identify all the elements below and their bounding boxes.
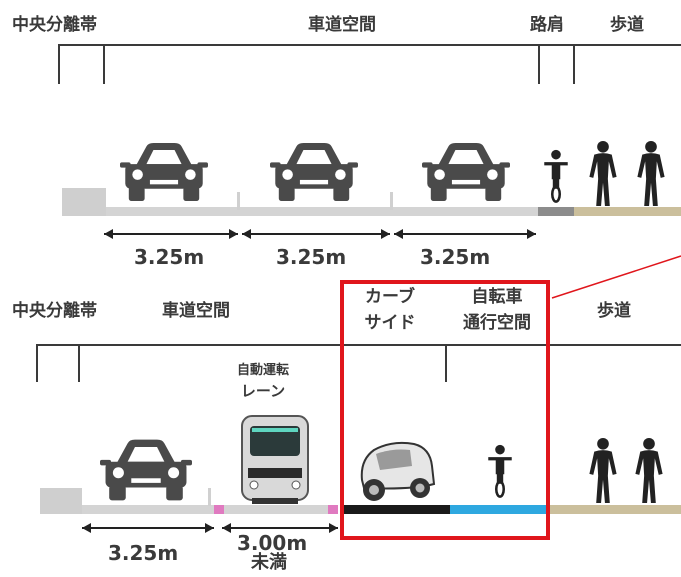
bicycle-lane-strip (450, 505, 550, 514)
top-width-label: 3.25m (276, 245, 347, 269)
bottom-bracket-tick (78, 344, 80, 382)
bus-icon (241, 415, 309, 504)
autonomous-lane-label-line1: 自動運転 (236, 363, 289, 378)
top-roadway (106, 207, 538, 216)
bicycle-space-label-line1: 自転車 (471, 287, 523, 307)
bottom-bracket-tick (36, 344, 38, 382)
top-shoulder-label: 路肩 (530, 15, 564, 35)
top-carriageway-label: 車道空間 (308, 15, 376, 35)
curbside-label-line2: サイド (364, 313, 416, 333)
top-median-curb (62, 188, 106, 216)
top-bracket-tick (573, 44, 575, 84)
curbside-highlight-box (340, 280, 550, 540)
top-median-label: 中央分離帯 (12, 15, 97, 35)
bottom-median-label: 中央分離帯 (12, 301, 97, 321)
top-bracket-tick (538, 44, 540, 84)
top-sidewalk-strip (574, 207, 681, 216)
ev-car-icon (360, 441, 436, 501)
bottom-roadway (82, 505, 214, 514)
autonomous-lane-surface (224, 505, 328, 514)
top-shoulder-strip (538, 207, 574, 216)
top-bracket-line (58, 44, 681, 46)
top-bracket-tick (58, 44, 60, 84)
autonomous-lane-marker (328, 505, 338, 514)
bottom-width-label: 3.00m (237, 531, 308, 555)
autonomous-lane-label-line2: レーン (240, 382, 286, 400)
bottom-bracket-line (36, 344, 681, 346)
top-width-label: 3.25m (420, 245, 491, 269)
bottom-lane-divider (208, 488, 211, 506)
top-dimension-arrows (104, 229, 536, 239)
top-width-label: 3.25m (134, 245, 205, 269)
curbside-strip (342, 505, 450, 514)
curbside-label-line1: カーブ (365, 287, 415, 307)
bottom-sidewalk-strip (550, 505, 681, 514)
autonomous-lane-marker (214, 505, 224, 514)
top-lane-divider (390, 192, 393, 210)
bottom-width-sublabel: 未満 (251, 552, 287, 573)
bottom-width-label: 3.25m (108, 541, 179, 565)
top-lane-divider (237, 192, 240, 210)
bottom-carriageway-label: 車道空間 (162, 301, 230, 321)
top-sidewalk-label: 歩道 (610, 15, 644, 35)
top-bracket-tick (103, 44, 105, 84)
bicycle-space-label-line2: 通行空間 (463, 313, 531, 333)
bottom-bracket-tick (445, 344, 447, 382)
bottom-median-curb (40, 488, 82, 514)
bottom-sidewalk-label: 歩道 (597, 301, 631, 321)
